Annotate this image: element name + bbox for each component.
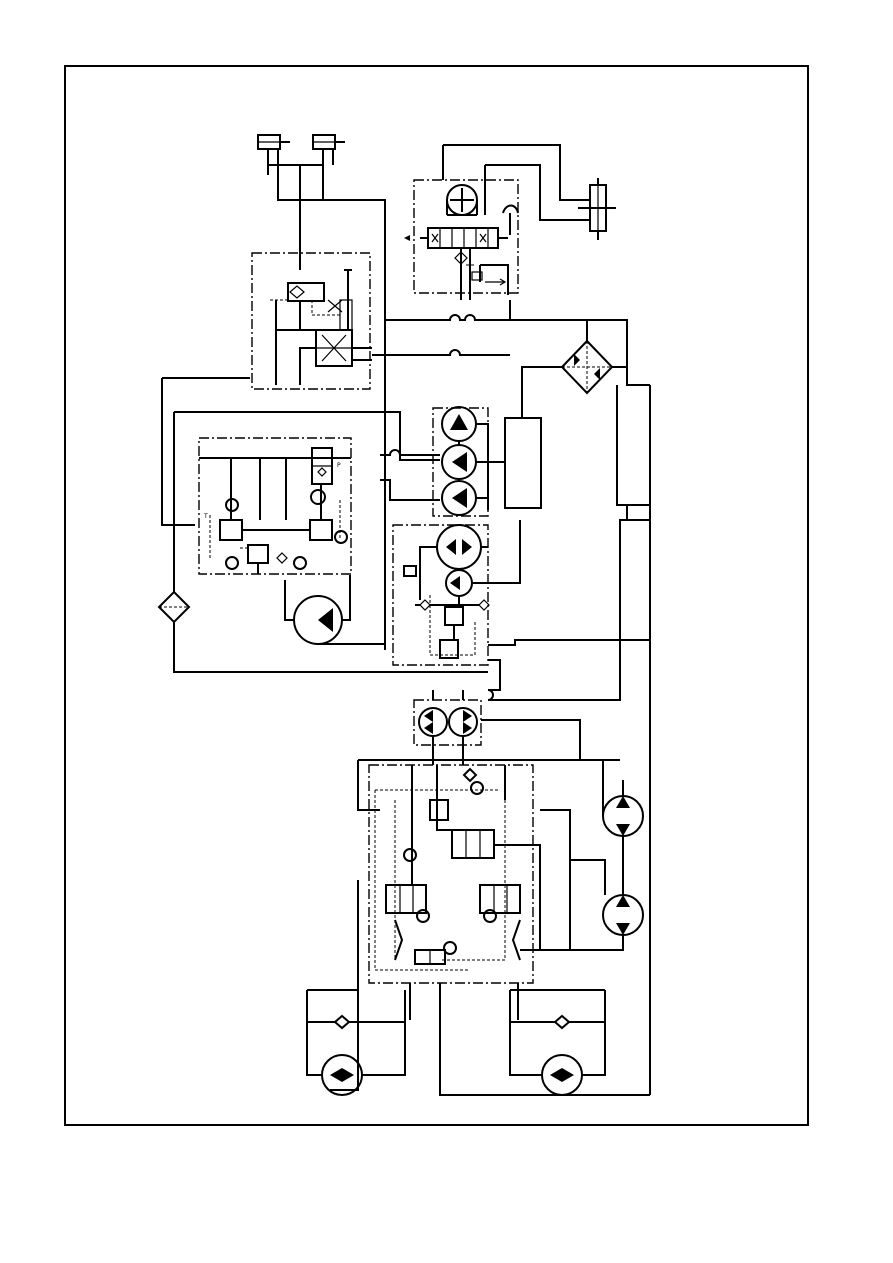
tilt-lines xyxy=(268,165,385,650)
lift-valve-box xyxy=(414,180,518,293)
svg-text:T: T xyxy=(203,513,208,520)
cooler-lines xyxy=(510,300,650,520)
flow-divider xyxy=(419,690,580,765)
fan-motor xyxy=(285,560,385,644)
drive-motor-4 xyxy=(510,990,605,1095)
fan-motor-valve-block: T P xyxy=(199,448,351,574)
drive-motor-2 xyxy=(565,860,643,950)
filter xyxy=(159,585,488,672)
drive-motor-3 xyxy=(307,990,405,1095)
main-lines xyxy=(162,315,627,585)
drive-motor-1 xyxy=(603,760,643,895)
svg-text:P: P xyxy=(337,462,341,469)
lift-control-valve xyxy=(404,185,518,300)
drive-valve-box xyxy=(369,765,533,983)
pump-connectors xyxy=(488,385,650,1095)
lift-cylinder xyxy=(578,178,616,240)
tilt-control-valve xyxy=(270,270,372,385)
oil-cooler xyxy=(562,341,612,393)
return-filter xyxy=(505,418,541,508)
double-pump xyxy=(404,520,520,658)
triple-pump xyxy=(442,407,505,515)
